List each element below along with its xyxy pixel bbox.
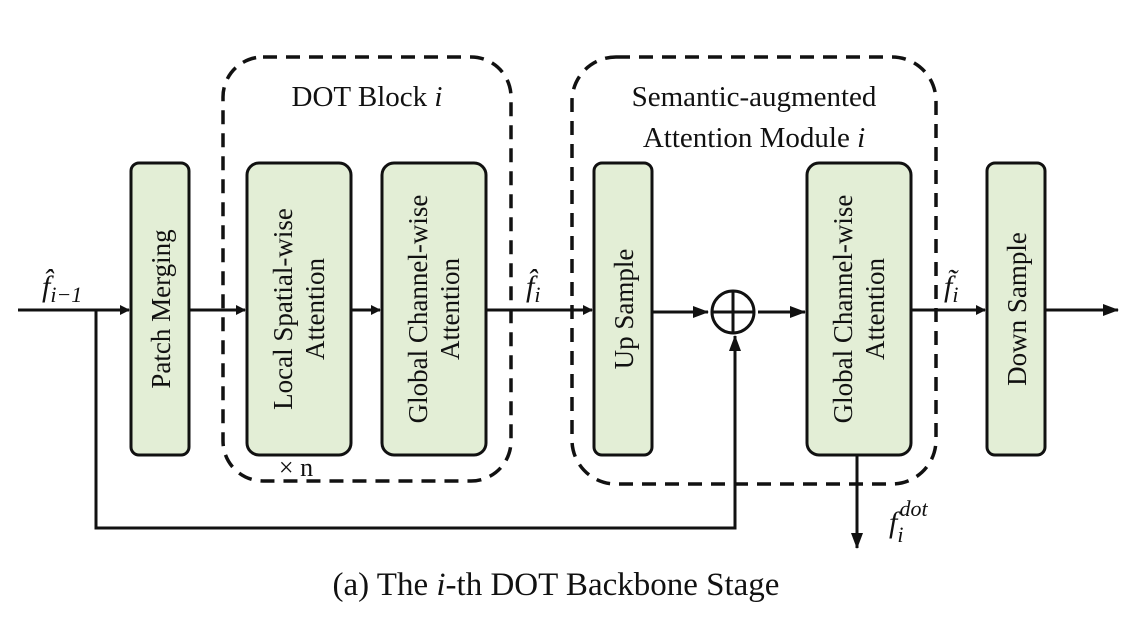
global-channel-attention-block-2: Global Channel-wise Attention bbox=[805, 161, 913, 457]
skip-connection-arrow bbox=[94, 310, 741, 530]
figure-caption: (a) The i-th DOT Backbone Stage bbox=[333, 567, 780, 603]
up-sample-label: Up Sample bbox=[609, 249, 639, 370]
add-operator bbox=[710, 289, 756, 335]
global-channel-1-label-line1: Global Channel-wise bbox=[403, 195, 433, 424]
global-channel-1-label-line2: Attention bbox=[435, 258, 465, 360]
down-sample-block: Down Sample bbox=[985, 161, 1047, 457]
global-channel-2-label-line2: Attention bbox=[860, 258, 890, 360]
sam-title-line1: Semantic-augmented bbox=[632, 81, 877, 113]
global-channel-2-label-line1: Global Channel-wise bbox=[828, 195, 858, 424]
dot-block-group bbox=[221, 55, 513, 483]
mid-signal-label: f̂i bbox=[526, 269, 540, 307]
dot-output-label: fidot bbox=[889, 496, 928, 547]
tilde-signal-label: f̃i bbox=[944, 270, 959, 307]
sam-title-line2: Attention Module i bbox=[643, 122, 865, 154]
patch-merging-block: Patch Merging bbox=[129, 161, 191, 457]
global-channel-attention-block-1: Global Channel-wise Attention bbox=[380, 161, 488, 457]
repeat-label: × n bbox=[279, 453, 313, 482]
input-signal-label: f̂i−1 bbox=[42, 269, 82, 307]
semantic-augmented-attention-group bbox=[570, 55, 938, 486]
patch-merging-label: Patch Merging bbox=[146, 229, 176, 388]
dot-block-title: DOT Block i bbox=[292, 81, 443, 113]
local-spatial-attention-block: Local Spatial-wise Attention bbox=[245, 161, 353, 457]
down-sample-label: Down Sample bbox=[1002, 232, 1032, 386]
up-sample-block: Up Sample bbox=[592, 161, 654, 457]
local-spatial-label-line2: Attention bbox=[300, 258, 330, 360]
local-spatial-label-line1: Local Spatial-wise bbox=[268, 208, 298, 410]
